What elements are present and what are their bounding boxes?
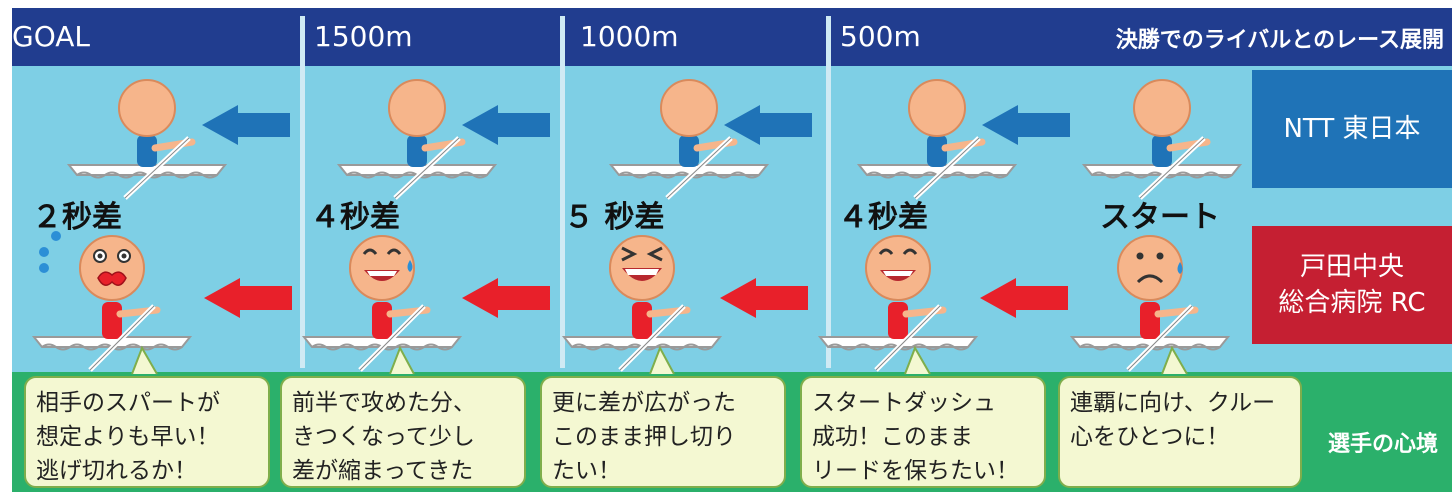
team-bottom-name-line2: 総合病院 RC [1278, 288, 1426, 318]
bubble-start: 連覇に向け、クルー 心をひとつに！ [1058, 376, 1302, 488]
gap-label-1500m: ４秒差 [310, 200, 400, 235]
bubble-line: スタートダッシュ [812, 390, 996, 416]
team-top-box: NTT 東日本 [1252, 70, 1452, 188]
top-rower-1000m [611, 80, 767, 198]
arrow-blue-1 [202, 105, 290, 145]
bubble-1000m: 更に差が広がった このまま押し切り たい！ [540, 376, 786, 488]
bubble-line: 相手のスパートが [36, 390, 220, 416]
team-top-name: NTT 東日本 [1283, 114, 1421, 144]
gap-label-500m: ４秒差 [838, 200, 928, 235]
marker-goal: GOAL [12, 20, 90, 53]
divider-500m [826, 16, 831, 368]
face-strained-smile [362, 248, 413, 281]
top-rower-start [1084, 80, 1240, 198]
marker-1500m: 1500m [314, 20, 413, 53]
bubble-line: きつくなって少し [292, 424, 475, 450]
divider-1500m [300, 16, 305, 368]
bubble-line: 心をひとつに！ [1070, 424, 1230, 450]
marker-1000m: 1000m [580, 20, 679, 53]
face-nervous [1136, 252, 1183, 284]
bubble-line: 想定よりも早い！ [36, 424, 220, 450]
top-rower-goal [69, 80, 225, 198]
top-rower-1500m [339, 80, 495, 198]
team-bottom-box: 戸田中央 総合病院 RC [1252, 226, 1452, 344]
divider-1000m [560, 16, 565, 368]
bubble-line: 連覇に向け、クルー [1070, 390, 1276, 416]
face-smiling [878, 248, 918, 281]
race-diagram: GOAL 1500m 1000m 500m 決勝でのライバルとのレース展開 NT… [12, 8, 1452, 492]
bottom-rower-1000m [564, 236, 720, 370]
bubble-tails [131, 345, 1188, 375]
bubble-goal: 相手のスパートが 想定よりも早い！ 逃げ切れるか！ [24, 376, 270, 488]
arrow-red-2 [462, 278, 550, 318]
bubble-line: 成功！このまま [812, 424, 973, 450]
bubble-line: 差が縮まってきた [292, 458, 474, 484]
bubble-line: たい！ [552, 458, 621, 484]
sweat-drops-icon [39, 231, 61, 273]
bubble-500m: スタートダッシュ 成功！このまま リードを保ちたい！ [800, 376, 1046, 488]
arrow-blue-3 [724, 105, 812, 145]
gap-label-goal: ２秒差 [32, 200, 122, 235]
arrow-red-3 [720, 278, 808, 318]
bubble-1500m: 前半で攻めた分、 きつくなって少し 差が縮まってきた [280, 376, 526, 488]
bottom-rower-start [1072, 236, 1228, 370]
bubble-line: リードを保ちたい！ [812, 458, 1019, 484]
arrow-blue-4 [982, 105, 1070, 145]
arrow-red-1 [204, 278, 292, 318]
header-bar [12, 8, 1452, 66]
race-illustration [12, 8, 1452, 375]
bottom-rower-goal [34, 236, 190, 370]
marker-500m: 500m [840, 20, 921, 53]
arrow-red-4 [980, 278, 1068, 318]
gap-label-start: スタート [1100, 200, 1220, 235]
bottom-rower-1500m [304, 236, 460, 370]
bubble-line: 前半で攻めた分、 [292, 390, 476, 416]
arrow-blue-2 [462, 105, 550, 145]
top-rower-500m [859, 80, 1015, 198]
bubble-line: 逃げ切れるか！ [36, 458, 197, 484]
gap-label-1000m: ５ 秒差 [564, 200, 665, 235]
face-panicked [93, 249, 131, 286]
section-label: 選手の心境 [1327, 432, 1438, 457]
team-bottom-name-line1: 戸田中央 [1299, 252, 1404, 282]
diagram-title: 決勝でのライバルとのレース展開 [1115, 28, 1444, 53]
face-grinning [621, 246, 663, 281]
bubble-line: 更に差が広がった [552, 390, 736, 416]
bubble-line: このまま押し切り [552, 424, 736, 450]
bottom-rower-500m [820, 236, 976, 370]
